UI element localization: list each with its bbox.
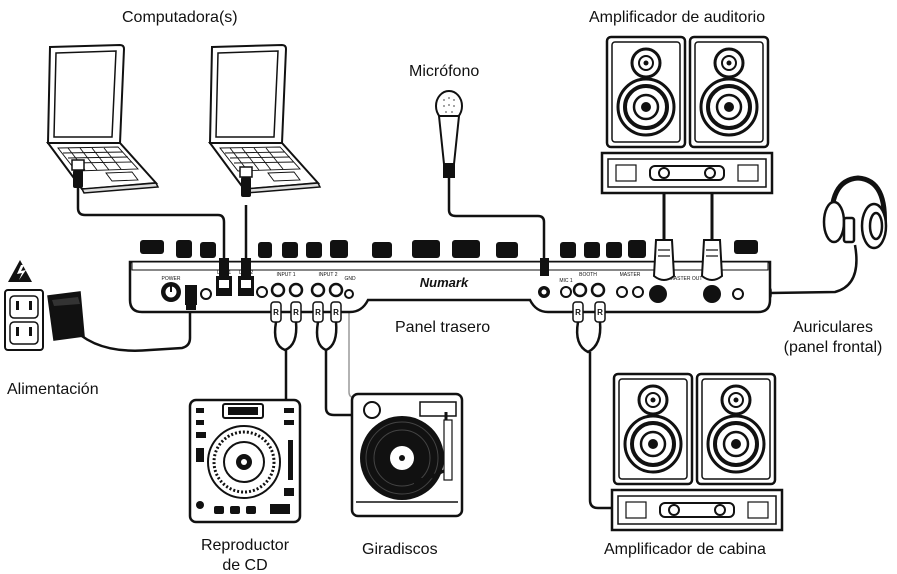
label-booth-amp: Amplificador de cabina (604, 541, 766, 558)
rca-plug-icon (594, 301, 606, 323)
jack-label-mic: MIC 1 (559, 278, 573, 284)
usb-plug-icon (239, 166, 253, 197)
jack-label-input2: INPUT 2 (318, 272, 337, 278)
speaker-icon (688, 35, 770, 149)
cable-turntable (315, 321, 352, 417)
label-headphones-line1: Auriculares (792, 319, 874, 336)
amplifier-icon (600, 151, 774, 195)
label-cd-player-line2: de CD (222, 557, 268, 574)
label-microphone: Micrófono (409, 63, 480, 80)
cable-power (69, 306, 192, 352)
xlr-plug-icon (700, 239, 724, 281)
usb-plug-icon (71, 159, 85, 188)
usb-plug-icon (219, 258, 229, 278)
label-cd-player-line1: Reproductor (200, 537, 290, 554)
amplifier-icon (610, 488, 784, 532)
jack-label-input1: INPUT 1 (276, 272, 295, 278)
cable-headphones (769, 244, 858, 295)
cable-usb-1 (76, 188, 226, 262)
label-house-amp: Amplificador de auditorio (589, 9, 766, 26)
dj-controller: POWER USB 1 USB 2 INPUT 1 INPUT 2 GND Nu… (128, 240, 772, 314)
jack-label-power: POWER (162, 276, 181, 282)
power-plug-icon (186, 300, 196, 310)
xlr-plug-icon (652, 239, 676, 281)
headphones-icon (822, 175, 888, 250)
xlr-plug-icon (540, 258, 549, 276)
cable-ground (348, 300, 368, 399)
laptop-icon (47, 44, 159, 194)
high-voltage-icon (8, 260, 32, 282)
label-cd-player: Reproductor de CD (185, 536, 305, 574)
wall-outlet-icon (4, 289, 44, 351)
label-headphones: Auriculares (panel frontal) (768, 318, 897, 358)
power-adapter-icon (47, 291, 85, 341)
rca-plug-icon (312, 301, 324, 323)
jack-label-master: MASTER (620, 272, 641, 278)
rca-plug-icon (572, 301, 584, 323)
usb-plug-icon (241, 258, 251, 278)
jack-label-gnd: GND (344, 276, 356, 282)
rca-plug-icon (330, 301, 342, 323)
cable-microphone (447, 178, 546, 262)
turntable-icon (350, 392, 464, 518)
laptop-icon (209, 44, 321, 194)
label-headphones-line2: (panel frontal) (783, 339, 883, 356)
label-power: Alimentación (7, 381, 99, 398)
label-rear-panel: Panel trasero (395, 319, 491, 336)
cable-house-amp (662, 193, 714, 240)
brand-logo: Numark (420, 275, 469, 290)
microphone-icon (435, 90, 463, 178)
jack-label-master-out: MASTER OUT (670, 276, 703, 282)
label-turntable: Giradiscos (362, 541, 438, 558)
speaker-icon (695, 372, 777, 486)
cd-player-icon (188, 398, 302, 524)
jack-label-booth: BOOTH (579, 272, 597, 278)
label-computers: Computadora(s) (122, 9, 238, 26)
rca-plug-icon (270, 301, 282, 323)
rca-plug-icon (290, 301, 302, 323)
speaker-icon (605, 35, 687, 149)
cable-booth-amp (575, 321, 614, 510)
speaker-icon (612, 372, 694, 486)
cable-cd-player (273, 321, 298, 402)
